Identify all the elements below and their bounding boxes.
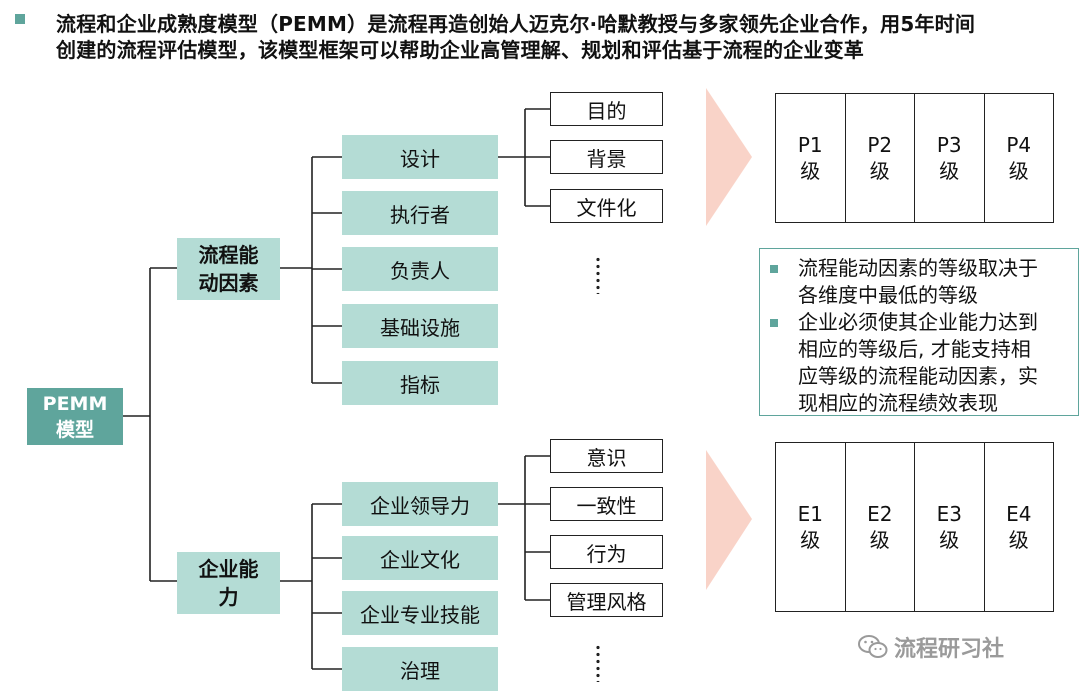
watermark-text: 流程研习社 xyxy=(894,637,1005,662)
capabilities-line-2: 力 xyxy=(218,585,239,609)
arrow-chevron-top xyxy=(706,88,752,226)
note-bullet-icon xyxy=(770,265,778,273)
design-child-documentation: 文件化 xyxy=(550,189,663,223)
header-line-2: 创建的流程评估模型，该模型框架可以帮助企业高管理解、规划和评估基于流程的企业变革 xyxy=(56,38,864,62)
note-bullet-icon xyxy=(770,319,778,327)
level-suffix: 级 xyxy=(939,159,960,183)
enablers-line-2: 动因素 xyxy=(198,271,259,295)
root-line-1: PEMM xyxy=(42,392,108,415)
note-text: 企业必须使其企业能力达到 xyxy=(798,310,1038,334)
level-code: E1 xyxy=(797,502,823,526)
root-line-2: 模型 xyxy=(55,418,94,441)
capability-item-governance: 治理 xyxy=(342,647,498,691)
design-child-context: 背景 xyxy=(550,140,663,174)
note-text: 各维度中最低的等级 xyxy=(798,283,978,307)
level-suffix: 级 xyxy=(1008,159,1029,183)
level-suffix: 级 xyxy=(939,528,960,552)
leadership-child-behavior: 行为 xyxy=(550,535,663,569)
leadership-child-alignment: 一致性 xyxy=(550,487,663,521)
pemm-model-root: PEMM 模型 xyxy=(27,388,123,445)
process-enablers-node: 流程能动因素 xyxy=(177,238,280,300)
leadership-child-awareness: 意识 xyxy=(550,439,663,473)
level-suffix: 级 xyxy=(869,528,890,552)
level-code: P1 xyxy=(797,133,823,157)
more-items-ellipsis-top xyxy=(596,256,600,294)
note-item: 流程能动因素的等级取决于各维度中最低的等级 xyxy=(770,255,1070,309)
enabler-item-performers: 执行者 xyxy=(342,191,498,235)
notes-box: 流程能动因素的等级取决于各维度中最低的等级 企业必须使其企业能力达到相应的等级后… xyxy=(759,248,1079,416)
header-line-1: 流程和企业成熟度模型（PEMM）是流程再造创始人迈克尔·哈默教授与多家领先企业合… xyxy=(56,12,976,36)
design-child-purpose: 目的 xyxy=(550,92,663,126)
level-suffix: 级 xyxy=(1008,528,1029,552)
enterprise-capabilities-node: 企业能力 xyxy=(177,552,280,614)
note-text: 相应的等级后, 才能支持相 xyxy=(798,337,1031,361)
note-item: 企业必须使其企业能力达到相应的等级后, 才能支持相应等级的流程能动因素，实现相应… xyxy=(770,309,1070,417)
enabler-item-design: 设计 xyxy=(342,135,498,179)
level-suffix: 级 xyxy=(800,528,821,552)
level-code: E2 xyxy=(867,502,893,526)
header-bullet-icon xyxy=(15,14,25,24)
more-items-ellipsis-bottom xyxy=(596,644,600,682)
level-code: E3 xyxy=(936,502,962,526)
enabler-item-infrastructure: 基础设施 xyxy=(342,304,498,348)
capabilities-line-1: 企业能 xyxy=(198,557,259,581)
level-code: P3 xyxy=(936,133,962,157)
enablers-line-1: 流程能 xyxy=(198,243,259,267)
capability-item-leadership: 企业领导力 xyxy=(342,482,498,526)
level-code: E4 xyxy=(1006,502,1032,526)
leadership-child-management-style: 管理风格 xyxy=(550,583,663,617)
arrow-chevron-bottom xyxy=(706,450,752,590)
level-suffix: 级 xyxy=(800,159,821,183)
note-text: 现相应的流程绩效表现 xyxy=(798,391,998,415)
watermark: 流程研习社 xyxy=(858,631,1004,663)
note-text: 应等级的流程能动因素，实 xyxy=(798,364,1038,388)
level-code: P4 xyxy=(1006,133,1032,157)
wechat-icon xyxy=(858,635,888,658)
capability-item-expertise: 企业专业技能 xyxy=(342,591,498,635)
enabler-item-metrics: 指标 xyxy=(342,361,498,405)
level-code: P2 xyxy=(867,133,893,157)
enabler-item-owner: 负责人 xyxy=(342,247,498,291)
level-suffix: 级 xyxy=(869,159,890,183)
note-text: 流程能动因素的等级取决于 xyxy=(798,256,1038,280)
capability-item-culture: 企业文化 xyxy=(342,536,498,580)
